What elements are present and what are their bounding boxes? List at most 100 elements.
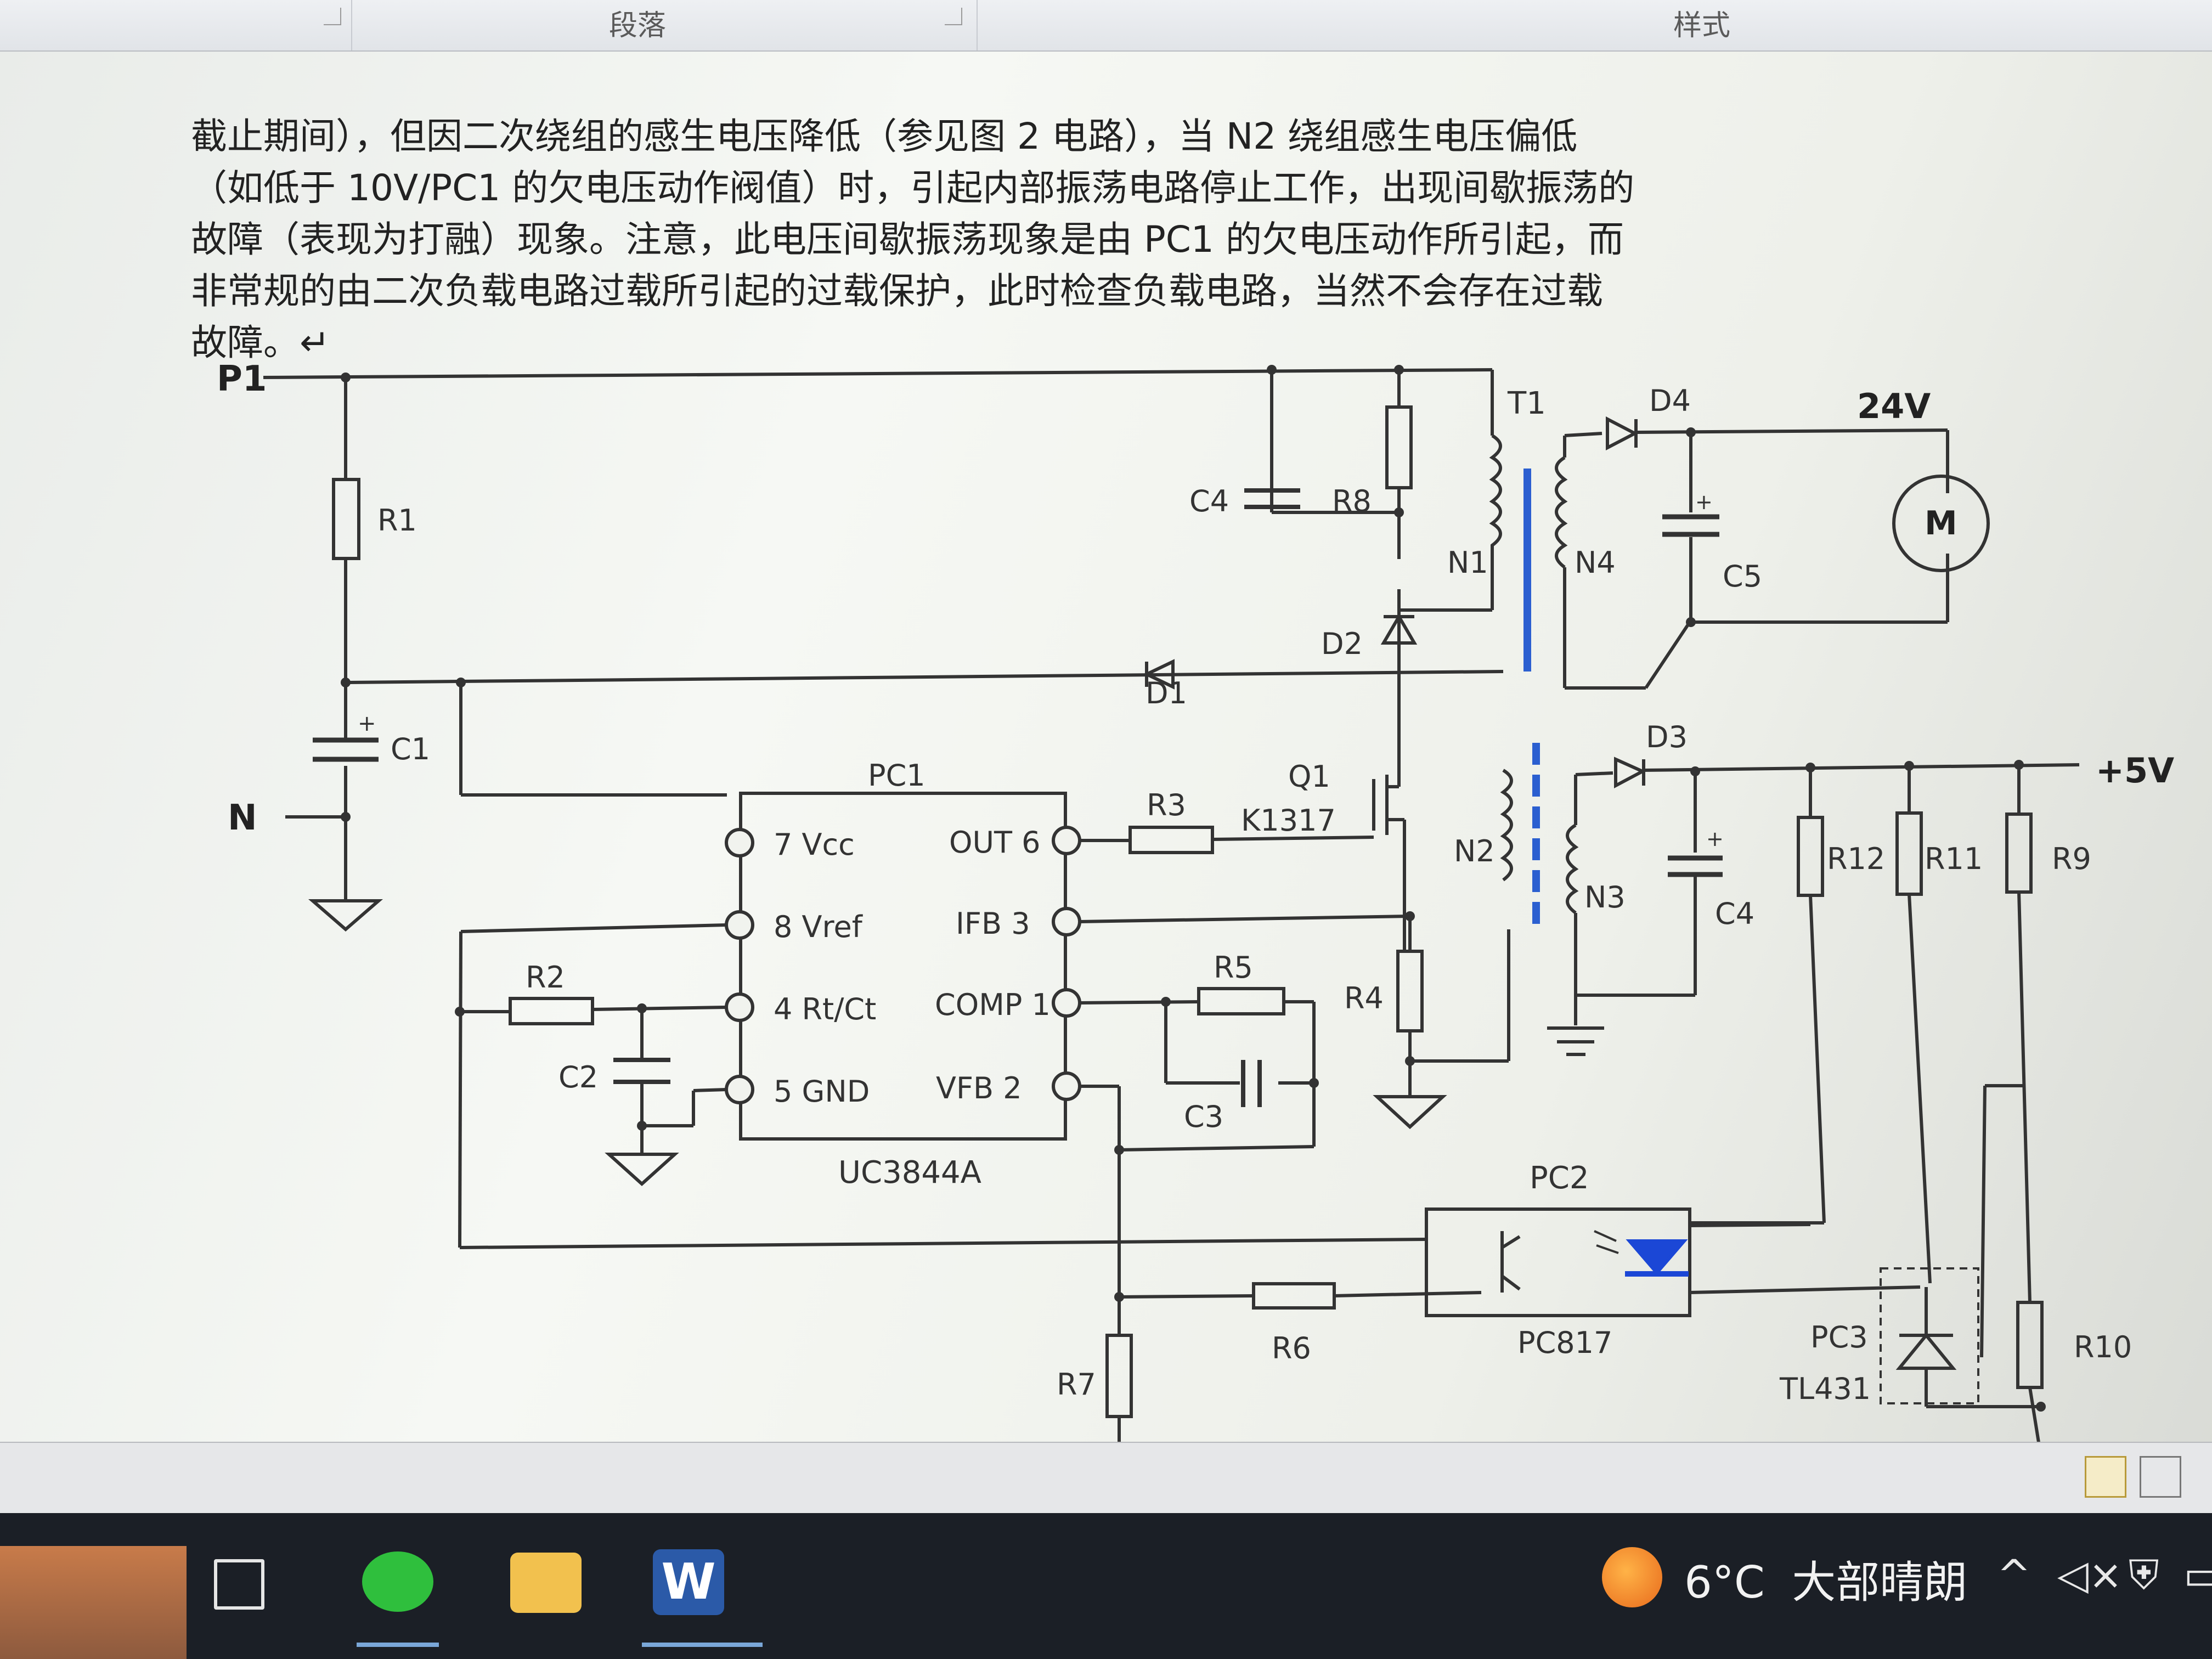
paragraph-line: 故障（表现为打融）现象。注意，此电压间歇振荡现象是由 PC1 的欠电压动作所引起…	[191, 218, 1624, 261]
resistor-R10	[2016, 1301, 2044, 1389]
label-R6: R6	[1272, 1331, 1311, 1365]
label-C3: C3	[1184, 1099, 1223, 1134]
pin-label-comp: COMP 1	[935, 988, 1051, 1022]
label-N1: N1	[1447, 545, 1488, 580]
resistor-R11	[1895, 811, 1923, 896]
dialog-launcher-icon[interactable]	[324, 8, 341, 25]
taskbar: W 6°C 大部晴朗 ^ ◁× ⛨ ▭	[0, 1513, 2212, 1659]
body-paragraph[interactable]: 截止期间），但因二次绕组的感生电压降低（参见图 2 电路），当 N2 绕组感生电…	[191, 111, 1848, 369]
pin-label-vfb: VFB 2	[936, 1071, 1022, 1105]
resistor-R5	[1197, 987, 1285, 1015]
label-R4: R4	[1344, 981, 1384, 1015]
label-D2: D2	[1321, 627, 1363, 661]
pin-5	[725, 1075, 754, 1104]
task-view-icon[interactable]	[214, 1559, 264, 1610]
ribbon-separator	[977, 0, 978, 50]
label-D1: D1	[1146, 676, 1187, 710]
motor-symbol	[1892, 475, 1990, 572]
label-N3: N3	[1584, 880, 1626, 915]
node-label-P1: P1	[217, 359, 267, 399]
capacitor-C2	[613, 1058, 670, 1084]
svg-text:+: +	[358, 711, 376, 736]
label-PC2: PC2	[1530, 1160, 1589, 1196]
label-C4-snubber: C4	[1189, 484, 1229, 518]
word-icon[interactable]: W	[653, 1549, 724, 1615]
resistor-R2	[509, 997, 594, 1025]
capacitor-C3	[1241, 1060, 1262, 1107]
resistor-R9	[2005, 812, 2033, 894]
label-PC2-part: PC817	[1517, 1325, 1612, 1360]
circuit-diagram: P1 N R1 + C1 C4 R8 D2 D1	[217, 359, 2174, 1478]
file-explorer-icon[interactable]	[510, 1553, 582, 1613]
paragraph-launcher-icon[interactable]	[945, 8, 962, 25]
resistor-R1	[332, 478, 360, 560]
label-N4: N4	[1575, 545, 1616, 580]
pin-4	[725, 992, 754, 1022]
output-24v-label: 24V	[1857, 386, 1931, 426]
capacitor-C4-snubber	[1244, 436, 1300, 509]
notification-icon[interactable]: ▭	[2183, 1551, 2212, 1599]
label-R10: R10	[2074, 1330, 2132, 1364]
label-R7: R7	[1057, 1367, 1096, 1402]
label-R9: R9	[2052, 842, 2091, 876]
pin-2	[1052, 1071, 1081, 1101]
label-PC1: PC1	[868, 758, 926, 793]
pin-3	[1052, 907, 1081, 936]
speaker-muted-icon[interactable]: ◁×	[2057, 1551, 2123, 1599]
label-R1: R1	[377, 503, 417, 538]
wechat-icon[interactable]	[362, 1551, 433, 1612]
output-5v-label: +5V	[2096, 751, 2174, 791]
security-shield-icon[interactable]: ⛨	[2129, 1551, 2159, 1599]
desktop-preview-thumbnail[interactable]	[0, 1546, 187, 1659]
label-D3: D3	[1646, 720, 1688, 754]
label-N2: N2	[1454, 834, 1495, 868]
earth-ground-symbol	[1547, 1026, 1604, 1056]
read-mode-icon[interactable]	[2140, 1456, 2181, 1498]
status-bar	[0, 1442, 2212, 1514]
pin-8	[725, 910, 754, 940]
paragraph-line: 非常规的由二次负载电路过载所引起的过载保护，此时检查负载电路，当然不会存在过载	[191, 270, 1603, 312]
chevron-up-icon[interactable]: ^	[1997, 1551, 2032, 1599]
resistor-R7	[1105, 1334, 1133, 1418]
resistor-R3	[1128, 826, 1214, 854]
paragraph-line: （如低于 10V/PC1 的欠电压动作阀值）时，引起内部振荡电路停止工作，出现间…	[191, 167, 1635, 209]
label-T1: T1	[1507, 386, 1546, 421]
label-PC3-part: TL431	[1779, 1372, 1871, 1406]
weather-widget[interactable]: 6°C 大部晴朗	[1684, 1547, 1967, 1611]
pin-label-gnd: 5 GND	[774, 1074, 870, 1109]
capacitor-C5: +	[1662, 490, 1719, 537]
optocoupler-PC2-body	[1425, 1207, 1691, 1317]
output-5v-wiring	[1574, 763, 2080, 1457]
label-C4-output: C4	[1715, 896, 1754, 931]
pin-6	[1052, 826, 1081, 855]
label-PC1-part: UC3844A	[838, 1155, 981, 1190]
label-D4: D4	[1649, 383, 1691, 418]
diode-D1	[1143, 659, 1175, 690]
document-page[interactable]: 截止期间），但因二次绕组的感生电压降低（参见图 2 电路），当 N2 绕组感生电…	[0, 52, 2212, 1483]
resistor-R4	[1396, 950, 1424, 1032]
capacitor-C4-output: +	[1668, 827, 1724, 877]
phototransistor-icon	[1500, 1231, 1521, 1293]
label-C2: C2	[558, 1060, 598, 1094]
print-layout-icon[interactable]	[2085, 1456, 2126, 1498]
label-R5: R5	[1214, 950, 1253, 985]
mosfet-Q1	[1372, 699, 1406, 951]
weather-icon[interactable]	[1602, 1547, 1662, 1607]
ground-symbol	[605, 1153, 679, 1187]
paragraph-line: 故障。↵	[191, 321, 330, 364]
capacitor-C1: +	[313, 711, 379, 762]
wechat-running-indicator	[357, 1643, 439, 1647]
shunt-regulator-icon	[1895, 1287, 2041, 1408]
styles-group-label: 样式	[1673, 9, 1731, 42]
label-R8: R8	[1332, 484, 1372, 518]
label-R2: R2	[526, 960, 565, 995]
pin-label-vref: 8 Vref	[774, 910, 864, 944]
ic-PC1-body	[739, 792, 1067, 1141]
pin-7	[725, 828, 754, 857]
ground-symbol	[308, 899, 383, 932]
shunt-regulator-PC3-box	[1880, 1267, 1979, 1404]
ribbon-separator	[351, 0, 352, 50]
svg-text:+: +	[1695, 490, 1713, 514]
ground-symbol	[1373, 1095, 1447, 1130]
label-PC3: PC3	[1810, 1320, 1868, 1355]
